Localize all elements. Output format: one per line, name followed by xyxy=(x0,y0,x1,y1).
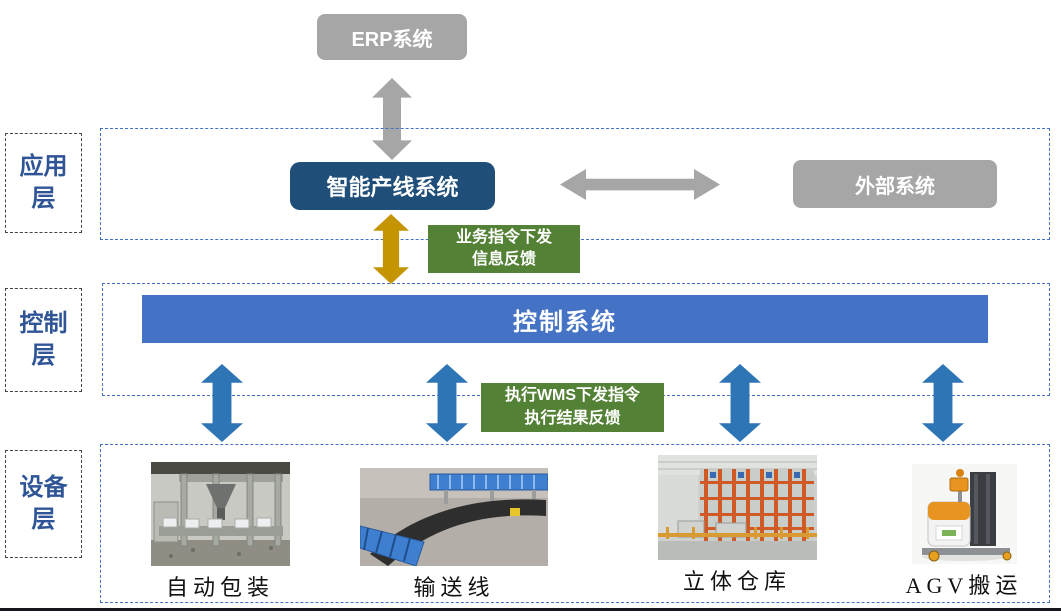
conveyor-line-photo xyxy=(360,468,548,566)
packaging-machine-photo xyxy=(150,462,290,566)
smartline-control-double-arrow-icon xyxy=(373,214,409,284)
stereo-warehouse-photo xyxy=(657,455,817,560)
application-layer-label-box: 应用层 xyxy=(5,133,82,233)
wms-instruction-tag: 执行WMS下发指令 执行结果反馈 xyxy=(481,383,664,432)
agv-forklift-photo xyxy=(911,464,1017,564)
device-block-warehouse: 立体仓库 xyxy=(647,450,827,596)
control-agv-double-arrow-icon xyxy=(922,364,964,442)
device-layer-box xyxy=(100,444,1050,603)
erp-system-node: ERP系统 xyxy=(317,14,467,60)
business-instruction-line1: 业务指令下发 xyxy=(455,228,552,246)
smart-line-system-label: 智能产线系统 xyxy=(326,175,459,200)
wms-instruction-line1: 执行WMS下发指令 xyxy=(504,387,641,405)
control-system-bar: 控制系统 xyxy=(142,295,988,343)
erp-system-label: ERP系统 xyxy=(351,28,433,51)
device-block-conveyor: 输送线 xyxy=(354,456,554,602)
business-instruction-line2: 信息反馈 xyxy=(471,251,536,268)
device-layer-label: 设备层 xyxy=(19,473,68,533)
control-warehouse-double-arrow-icon xyxy=(719,364,761,442)
device-caption-conveyor: 输送线 xyxy=(413,575,495,600)
bottom-divider xyxy=(0,608,1061,611)
control-layer-label-box: 控制层 xyxy=(5,288,82,392)
external-system-label: 外部系统 xyxy=(855,175,935,198)
device-block-agv: AGV搬运 xyxy=(874,454,1054,600)
control-layer-label: 控制层 xyxy=(19,309,68,369)
device-caption-agv: AGV搬运 xyxy=(905,573,1023,598)
smart-line-system-node: 智能产线系统 xyxy=(290,162,495,210)
control-conveyor-double-arrow-icon xyxy=(426,364,468,442)
business-instruction-tag: 业务指令下发 信息反馈 xyxy=(428,225,580,273)
application-layer-label: 应用层 xyxy=(19,152,68,212)
erp-smartline-double-arrow-icon xyxy=(372,78,412,160)
control-system-label: 控制系统 xyxy=(513,308,617,336)
control-packaging-double-arrow-icon xyxy=(201,364,243,442)
device-layer-label-box: 设备层 xyxy=(5,450,82,558)
external-system-node: 外部系统 xyxy=(793,160,997,208)
wms-instruction-line2: 执行结果反馈 xyxy=(524,409,621,427)
smartline-external-double-arrow-icon xyxy=(560,169,720,200)
device-caption-packaging: 自动包装 xyxy=(165,575,274,600)
device-block-packaging: 自动包装 xyxy=(130,456,310,602)
device-caption-warehouse: 立体仓库 xyxy=(682,569,791,594)
